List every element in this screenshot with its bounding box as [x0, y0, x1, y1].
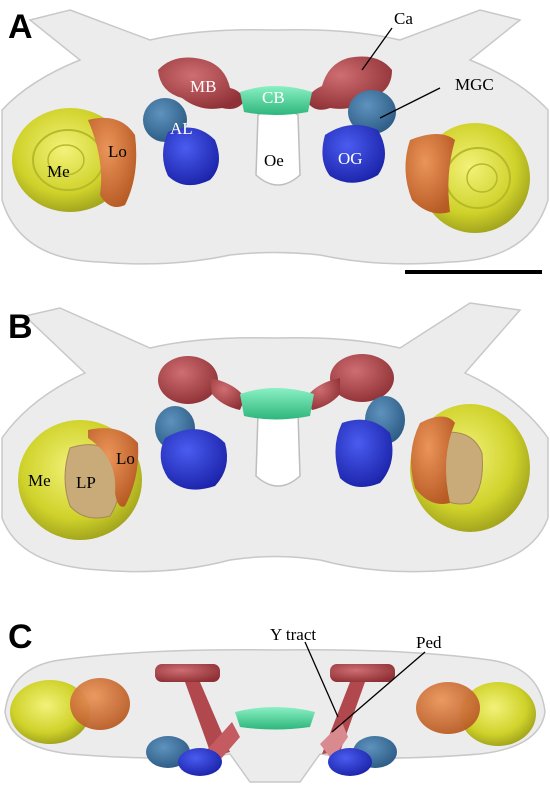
mushroom-body-left — [158, 57, 245, 109]
label-oe: Oe — [264, 151, 284, 170]
label-me: Me — [28, 471, 51, 490]
brain-3d-view-dorsal — [1, 9, 549, 274]
lobula-right — [416, 682, 480, 734]
lobula-left — [70, 678, 130, 730]
lobula-left — [88, 428, 139, 507]
label-ca: Ca — [394, 9, 413, 28]
lobula-left — [88, 117, 137, 208]
oesophagus-hole — [255, 107, 301, 186]
lobula-right — [405, 134, 455, 214]
lobula-right — [411, 416, 455, 504]
panel-letter-b: B — [8, 308, 33, 346]
label-lp: LP — [76, 473, 96, 492]
label-lo: Lo — [116, 449, 135, 468]
olfactory-glomeruli-right — [322, 125, 385, 183]
central-body — [235, 707, 315, 730]
olfactory-glomeruli-left — [160, 429, 228, 490]
olfactory-glomeruli-right — [328, 748, 372, 776]
panel-letter-a: A — [8, 8, 33, 46]
label-al: AL — [170, 119, 193, 138]
mgc-leader-line — [379, 87, 441, 119]
medulla-left — [10, 680, 90, 744]
ped-leader-line — [331, 651, 426, 733]
label-og: OG — [338, 149, 363, 168]
label-mb: MB — [190, 77, 217, 96]
panel-letter-c: C — [8, 618, 33, 656]
calyx-left — [155, 664, 220, 682]
panel-a: A Ca MB CB MGC AL Oe OG Lo Me — [0, 0, 550, 290]
panel-b: B Me LP Lo — [0, 298, 550, 598]
ytract-leader-line — [304, 641, 339, 718]
brain-3d-view-ventral — [1, 302, 549, 573]
central-body — [240, 86, 312, 115]
brain-3d-view-frontal — [4, 641, 546, 783]
label-lo: Lo — [108, 142, 127, 161]
mushroom-body-left — [158, 356, 218, 404]
medulla-right — [460, 682, 536, 746]
label-mgc: MGC — [455, 75, 494, 94]
ca-leader-line — [361, 27, 393, 71]
calyx-right — [330, 664, 395, 682]
olfactory-glomeruli-left — [178, 748, 222, 776]
mushroom-body-right — [330, 354, 394, 402]
antennal-lobe-right — [348, 90, 396, 134]
olfactory-glomeruli-left — [163, 127, 219, 186]
olfactory-glomeruli-right — [335, 419, 393, 487]
central-body — [240, 388, 314, 420]
label-ped: Ped — [416, 633, 442, 652]
label-ytract: Y tract — [270, 625, 317, 644]
panel-c: C Y tract Ped — [0, 612, 550, 787]
label-me: Me — [47, 162, 70, 181]
label-cb: CB — [262, 88, 285, 107]
